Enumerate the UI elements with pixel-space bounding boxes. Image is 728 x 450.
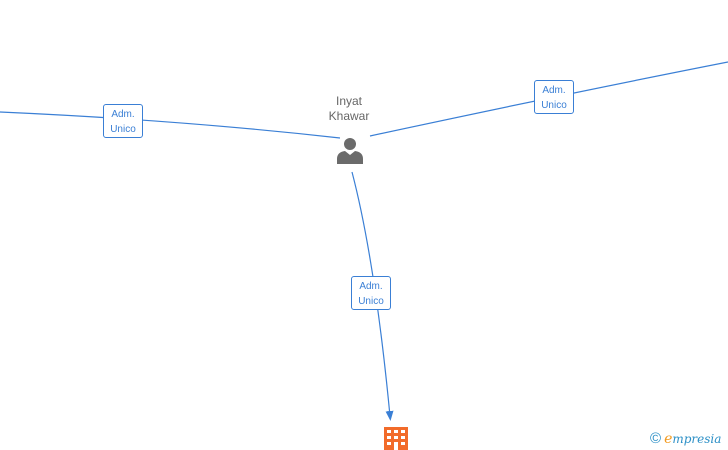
edge-label-left-line2: Unico <box>110 124 136 135</box>
person-name-line2: Khawar <box>328 109 370 123</box>
edge-label-right-line2: Unico <box>541 100 567 111</box>
edge-left-line[interactable] <box>0 111 341 139</box>
edge-label-left[interactable]: Adm. Unico <box>103 104 143 138</box>
edge-label-right-line1: Adm. <box>542 85 566 96</box>
person-name[interactable]: Inyat Khawar <box>310 94 388 124</box>
empresia-watermark: ©empresia <box>650 430 721 447</box>
edge-label-down-line1: Adm. <box>359 281 383 292</box>
edge-label-left-line1: Adm. <box>111 109 135 120</box>
copyright-symbol: © <box>650 430 662 447</box>
brand-rest: mpresia <box>672 432 722 446</box>
edge-label-down-line2: Unico <box>358 296 384 307</box>
person-icon[interactable] <box>336 136 364 164</box>
person-name-line1: Inyat <box>335 94 362 108</box>
edge-label-down[interactable]: Adm. Unico <box>351 276 391 310</box>
building-icon[interactable] <box>384 427 408 450</box>
brand-first-letter: e <box>664 431 673 447</box>
edge-label-right[interactable]: Adm. Unico <box>534 80 574 114</box>
